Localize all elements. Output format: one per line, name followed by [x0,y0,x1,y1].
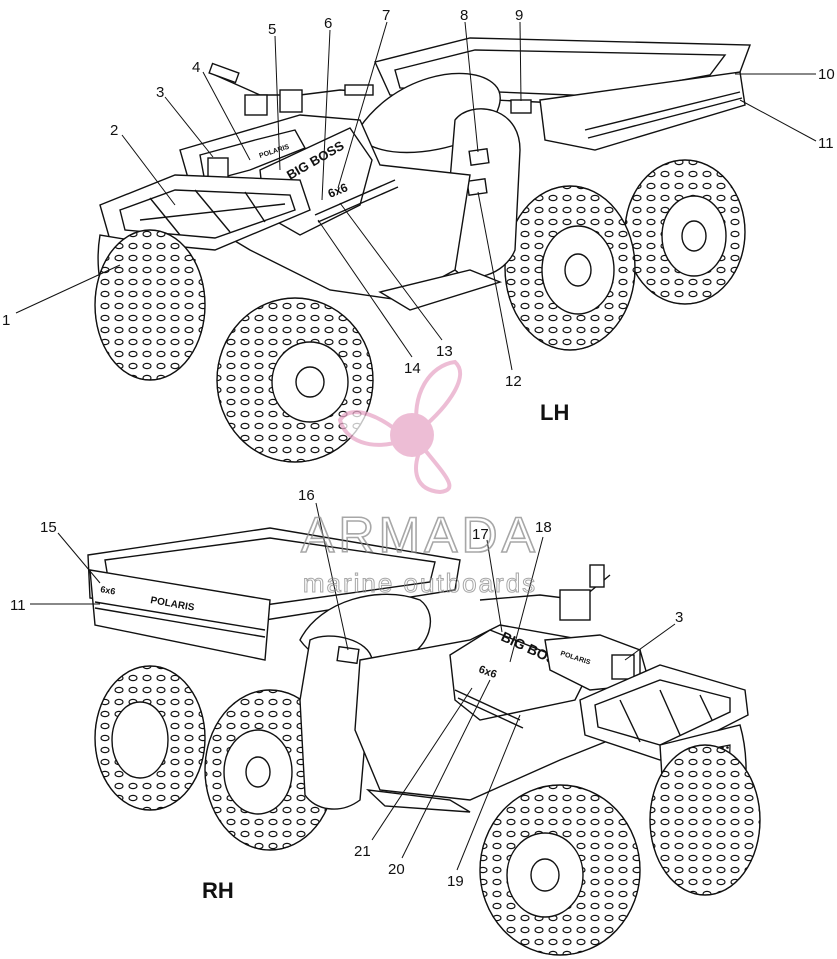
lh-leader-lines [15,21,817,371]
rh-headlight-pod: POLARIS [544,634,641,691]
callout-rh-3: 3 [675,609,683,626]
callout-rh-18: 18 [535,519,552,536]
callout-lh-7: 7 [382,7,390,24]
rh-callouts: 15 11 16 17 18 3 21 20 19 [10,487,683,890]
lh-handlebars [208,62,374,116]
callout-rh-15: 15 [40,519,57,536]
lh-decal-8 [468,148,490,166]
callout-lh-9: 9 [515,7,523,24]
callout-lh-2: 2 [110,122,118,139]
rh-front-wheels [479,744,761,956]
callout-rh-20: 20 [388,861,405,878]
callout-lh-8: 8 [460,7,468,24]
callout-lh-4: 4 [192,59,200,76]
callout-lh-14: 14 [404,360,421,377]
callout-lh-1: 1 [2,312,10,329]
watermark-brand: ARMADA [301,507,539,563]
rh-seat-fender [299,593,431,810]
watermark-tagline: marine outboards [303,568,537,598]
lh-decal-12 [466,178,488,196]
callout-lh-10: 10 [818,66,835,83]
callout-lh-13: 13 [436,343,453,360]
callout-lh-11: 11 [818,135,834,152]
callout-lh-3: 3 [156,84,164,101]
rh-vehicle-illustration: POLARIS 6x6 BIG BOSS 6x6 [87,527,761,956]
lh-callouts: 1 2 3 4 5 6 7 8 9 10 11 12 13 14 [2,7,835,390]
callout-lh-5: 5 [268,21,276,38]
lh-seat-fender [354,72,521,278]
callout-lh-6: 6 [324,15,332,32]
rh-cargo-box: POLARIS 6x6 [87,527,461,661]
callout-rh-16: 16 [298,487,315,504]
rh-6x6-decal: 6x6 [477,664,498,682]
callout-rh-11: 11 [10,597,26,614]
callout-rh-19: 19 [447,873,464,890]
callout-rh-17: 17 [472,526,489,543]
watermark: ARMADA marine outboards [300,359,539,599]
rh-cargo-model: 6x6 [100,584,117,596]
watermark-propeller-logo [337,359,462,495]
lh-rear-wheels [504,159,746,351]
callout-lh-12: 12 [505,373,522,390]
rh-view-label: RH [202,878,234,903]
rh-decal-16 [336,645,360,665]
callout-rh-21: 21 [354,843,371,860]
lh-decal-9 [510,99,532,114]
rh-leader-lines [30,502,676,871]
rh-rear-wheels [94,665,336,851]
lh-front-wheels [94,229,374,463]
rh-handlebars [479,564,611,621]
lh-view-label: LH [540,400,569,425]
